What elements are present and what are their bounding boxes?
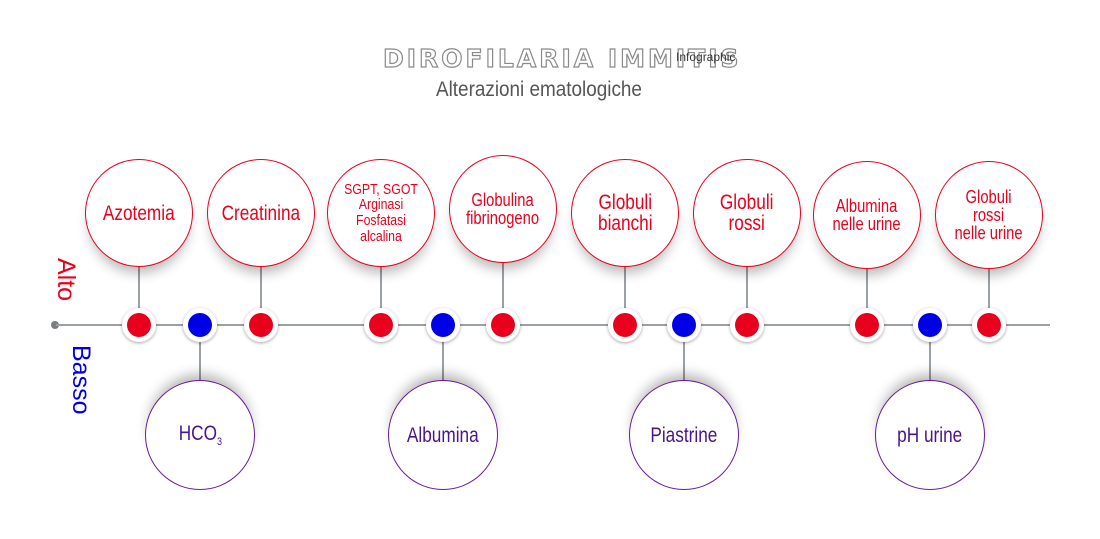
- high-node-8-label: Globuli rossi nelle urine: [955, 188, 1023, 242]
- high-stem-4: [502, 259, 504, 325]
- high-stem-7: [866, 265, 868, 325]
- low-marker-1: [183, 308, 217, 342]
- high-node-7-label: Albumina nelle urine: [833, 197, 901, 233]
- high-node-5: Globuli bianchi: [571, 159, 679, 267]
- high-marker-6: [730, 308, 764, 342]
- low-node-3-text: Piastrine: [650, 423, 718, 447]
- high-node-6-label: Globuli rossi: [720, 192, 774, 234]
- axis-label-high: Alto: [52, 258, 80, 302]
- low-node-2-label: Albumina: [407, 425, 479, 446]
- page-title: DIROFILARIA IMMITIS: [382, 43, 742, 73]
- high-node-4-text: Globulina fibrinogeno: [466, 190, 540, 228]
- high-node-1-label: Azotemia: [103, 203, 175, 224]
- high-stem-2: [260, 263, 262, 325]
- low-node-2: Albumina: [388, 380, 498, 490]
- high-node-1: Azotemia: [85, 159, 193, 267]
- high-node-4: Globulina fibrinogeno: [449, 155, 557, 263]
- low-node-4-label: pH urine: [897, 425, 962, 446]
- low-node-4-text: pH urine: [897, 423, 963, 447]
- high-node-3-text: SGPT, SGOT Arginasi Fosfatasi alcalina: [344, 180, 418, 245]
- high-stem-1: [138, 263, 140, 325]
- high-node-3-label: SGPT, SGOT Arginasi Fosfatasi alcalina: [344, 180, 418, 245]
- high-stem-6: [746, 263, 748, 325]
- timeline-start-marker: [51, 321, 59, 329]
- high-marker-2: [244, 308, 278, 342]
- high-marker-4: [486, 308, 520, 342]
- high-node-5-text: Globuli bianchi: [597, 191, 653, 235]
- low-node-1-subscript: 3: [216, 435, 222, 448]
- high-node-2-text: Creatinina: [221, 201, 301, 225]
- page-subtitle: Alterazioni ematologiche: [436, 78, 642, 101]
- high-node-2: Creatinina: [207, 159, 315, 267]
- low-stem-3: [683, 325, 685, 385]
- low-marker-3: [667, 308, 701, 342]
- low-node-3-label: Piastrine: [650, 425, 717, 446]
- high-marker-3: [364, 308, 398, 342]
- low-node-3: Piastrine: [629, 380, 739, 490]
- low-stem-2: [442, 325, 444, 385]
- low-stem-1: [199, 325, 201, 385]
- high-marker-1: [122, 308, 156, 342]
- low-node-1: HCO3: [145, 380, 255, 490]
- high-node-1-text: Azotemia: [103, 201, 175, 225]
- low-marker-2: [426, 308, 460, 342]
- title-tag: Infographic: [676, 50, 736, 64]
- high-marker-5: [608, 308, 642, 342]
- timeline-axis: [56, 324, 1050, 326]
- low-node-1-text: HCO: [178, 421, 217, 445]
- low-node-1-label: HCO3: [178, 423, 221, 448]
- high-node-7-text: Albumina nelle urine: [832, 196, 902, 234]
- high-node-8-text: Globuli rossi nelle urine: [954, 187, 1024, 243]
- high-node-7: Albumina nelle urine: [813, 161, 921, 269]
- high-stem-3: [380, 263, 382, 325]
- low-marker-4: [913, 308, 947, 342]
- high-node-5-label: Globuli bianchi: [598, 192, 653, 234]
- high-node-2-label: Creatinina: [222, 203, 301, 224]
- high-marker-8: [972, 308, 1006, 342]
- axis-label-low: Basso: [67, 345, 95, 415]
- high-node-4-label: Globulina fibrinogeno: [466, 191, 539, 227]
- low-node-2-text: Albumina: [407, 423, 479, 447]
- high-marker-7: [850, 308, 884, 342]
- high-node-3: SGPT, SGOT Arginasi Fosfatasi alcalina: [327, 159, 435, 267]
- high-stem-8: [988, 265, 990, 325]
- low-stem-4: [929, 325, 931, 385]
- high-node-6: Globuli rossi: [693, 159, 801, 267]
- high-node-6-text: Globuli rossi: [720, 191, 774, 235]
- high-node-8: Globuli rossi nelle urine: [935, 161, 1043, 269]
- low-node-4: pH urine: [875, 380, 985, 490]
- high-stem-5: [624, 263, 626, 325]
